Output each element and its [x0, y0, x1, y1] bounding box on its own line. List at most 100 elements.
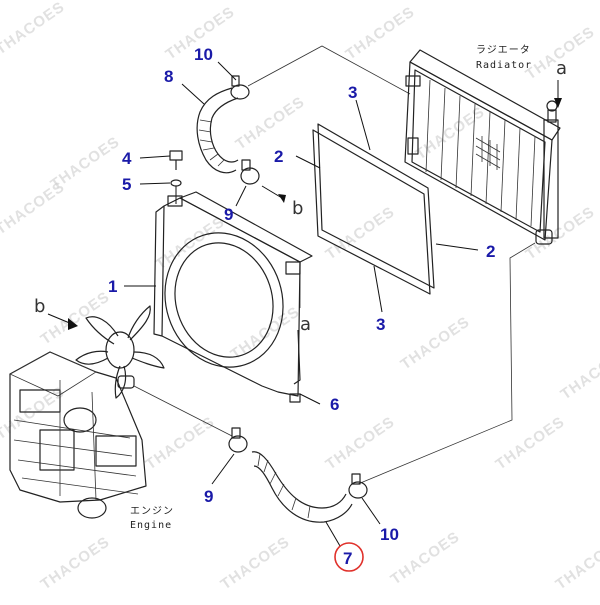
hose-clamp-mid-bolt — [241, 159, 251, 171]
lower-hose-7 — [228, 427, 368, 523]
fan-blade — [131, 351, 165, 369]
lower-hose-ribs — [257, 453, 311, 519]
callout-5[interactable]: 5 — [122, 175, 131, 194]
engine-lower-housing — [77, 497, 107, 519]
hose-clamp-bottom-right — [348, 481, 368, 499]
watermark: THACOES — [228, 303, 304, 363]
upper-hose-ribs — [198, 119, 225, 167]
leader-10-top — [217, 61, 237, 81]
guard-clip-6 — [289, 393, 301, 403]
hose-clamp-bottom-right-bolt — [351, 473, 361, 485]
shroud-ring-outer — [164, 232, 284, 368]
upper-hose-body-outer — [196, 87, 237, 174]
fan-blade — [127, 305, 151, 341]
leader-9-bottom — [211, 453, 235, 485]
watermark: THACOES — [0, 178, 68, 238]
fan-shroud-1 — [153, 191, 321, 405]
shroud-ring-inner — [174, 242, 274, 358]
bolt-4 — [169, 150, 183, 170]
engine-label-en: Engine — [130, 520, 172, 531]
watermark: THACOES — [143, 413, 219, 473]
watermark: THACOES — [233, 93, 309, 153]
callout-2-right[interactable]: 2 — [486, 242, 495, 261]
callout-10-bottom[interactable]: 10 — [380, 525, 399, 544]
radiator-outlet-pipe — [535, 229, 553, 245]
engine-pulley — [63, 407, 97, 433]
radiator — [404, 49, 562, 245]
engine-pump — [95, 435, 137, 467]
watermark: THACOES — [38, 533, 114, 593]
washer-5 — [170, 179, 182, 187]
leader-8 — [181, 83, 205, 105]
engine-fuel-filter — [39, 429, 75, 471]
shroud-side-lip — [153, 205, 165, 337]
watermark: THACOES — [323, 203, 399, 263]
radiator-grid-mark — [475, 136, 501, 170]
radiator-core — [404, 61, 553, 241]
leader-9-top — [235, 185, 247, 207]
hose-clamp-bottom-left-bolt — [231, 427, 241, 439]
seal-frame-outer-edge — [312, 129, 431, 295]
fan-blade — [114, 365, 127, 399]
ref-a-mid-label: a — [300, 314, 311, 335]
radiator-fins — [425, 79, 536, 227]
radiator-inlet-pipe — [405, 75, 421, 87]
ref-b-top-arrowhead — [278, 194, 286, 203]
lower-hose-body-inner — [253, 465, 353, 523]
engine-water-outlet — [117, 375, 135, 389]
radiator-cap — [546, 100, 558, 112]
radiator-filler-neck — [547, 109, 557, 123]
callout-10-top[interactable]: 10 — [194, 45, 213, 64]
watermark: THACOES — [218, 533, 294, 593]
upper-hose-body-inner — [209, 97, 239, 163]
callout-3-top[interactable]: 3 — [348, 83, 357, 102]
callout-1[interactable]: 1 — [108, 277, 117, 296]
callout-6[interactable]: 6 — [330, 395, 339, 414]
ref-a-top-arrowhead — [554, 98, 562, 108]
engine-head-top — [9, 351, 97, 397]
leader-2-right — [435, 243, 479, 251]
ref-b-left-label: b — [34, 296, 45, 317]
radiator-core-inner — [411, 69, 546, 233]
callout-9-bottom[interactable]: 9 — [204, 487, 213, 506]
shroud-mount-bracket-right — [285, 261, 301, 275]
shroud-top-flange — [179, 191, 313, 263]
watermark: THACOES — [0, 0, 68, 58]
cooling-fan — [75, 305, 165, 399]
radiator-bracket — [407, 137, 419, 155]
bolt-head — [169, 150, 183, 161]
ref-b-top-label: b — [292, 198, 303, 219]
shroud-front-face — [161, 197, 301, 397]
watermark: THACOES — [398, 313, 474, 373]
leader-5 — [139, 182, 171, 185]
callout-numbers: 10 8 3 2 4 5 9 1 2 3 6 9 10 7 — [108, 45, 495, 572]
engine-block — [9, 305, 233, 519]
connection-line-upper — [247, 45, 411, 95]
watermark: THACOES — [558, 343, 600, 403]
callout-8[interactable]: 8 — [164, 67, 173, 86]
highlight-circle — [334, 542, 364, 572]
hose-clamp-top-bolt — [231, 75, 240, 87]
fan-blade — [85, 316, 119, 345]
fan-hub — [105, 331, 135, 369]
callout-9-top[interactable]: 9 — [224, 205, 233, 224]
radiator-label-jp: ラジエータ — [476, 44, 531, 56]
seal-frame-outer — [317, 123, 435, 289]
radiator-side-tank — [543, 119, 559, 239]
callout-2-top[interactable]: 2 — [274, 147, 283, 166]
engine-label-jp: エンジン — [130, 506, 174, 517]
shroud-guard-rod — [293, 329, 301, 385]
guard-clip-6-leader — [299, 393, 321, 405]
leader-lines — [124, 61, 479, 547]
callout-3-bottom[interactable]: 3 — [376, 315, 385, 334]
callout-7[interactable]: 7 — [343, 549, 352, 568]
hose-clamp-bottom-left — [228, 435, 248, 453]
callout-4[interactable]: 4 — [122, 149, 132, 168]
engine-to-hose-line — [133, 385, 233, 437]
watermark: THACOES — [343, 3, 419, 63]
connection-line-lower — [357, 242, 536, 485]
watermark: THACOES — [38, 288, 114, 348]
leader-3-top — [355, 99, 371, 151]
